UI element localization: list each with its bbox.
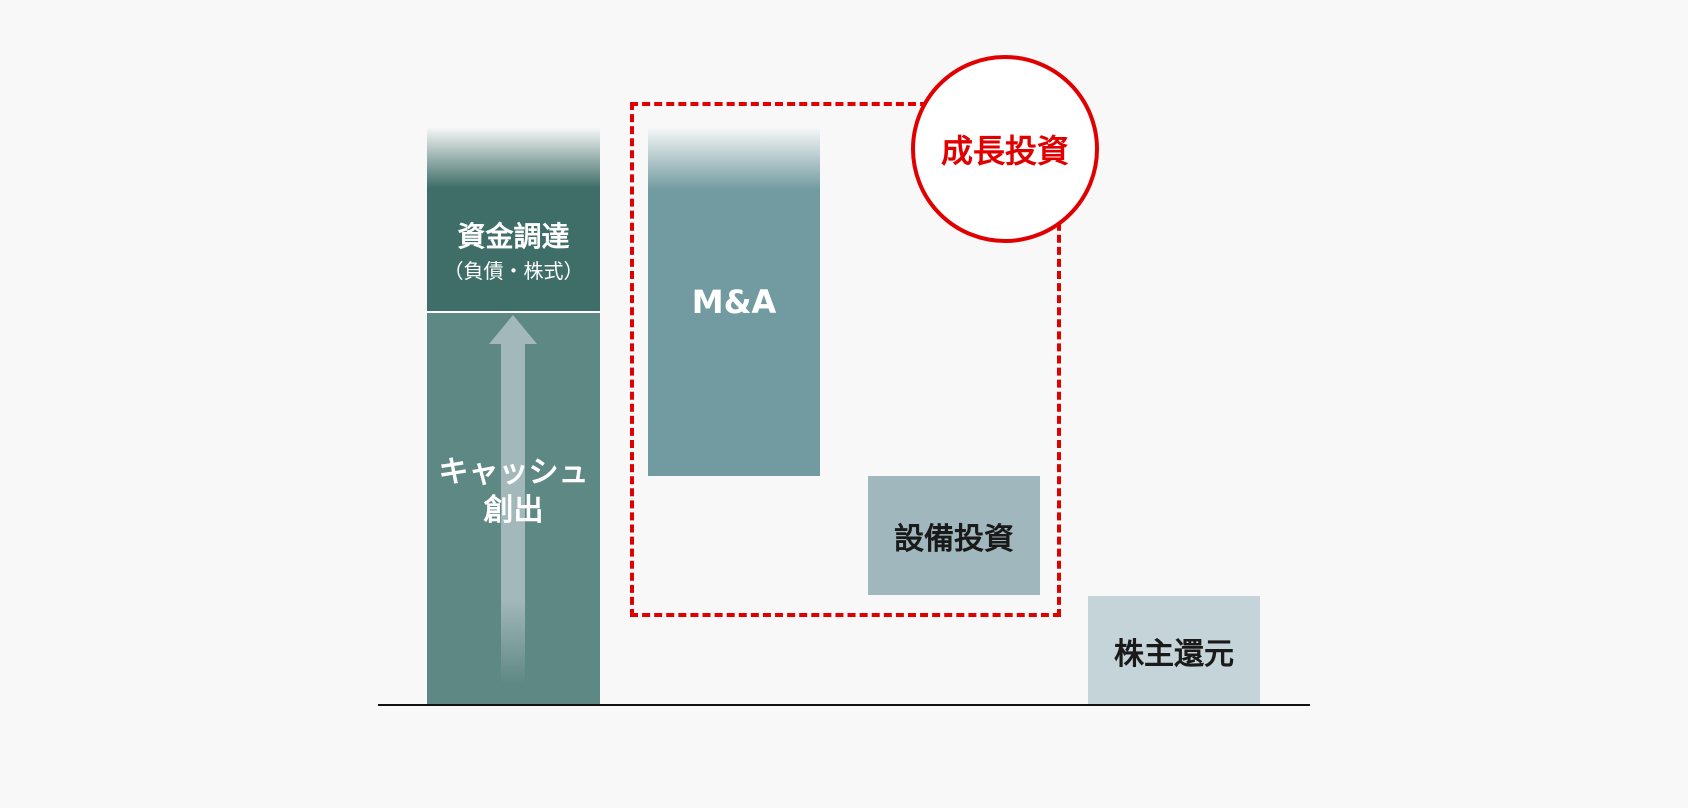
returns-label: 株主還元 bbox=[1114, 636, 1234, 672]
funding-block: 資金調達 （負債・株式） bbox=[427, 127, 600, 311]
growth-label: 成長投資 bbox=[940, 132, 1069, 170]
capex-block: 設備投資 bbox=[868, 476, 1040, 595]
growth-investment-frame bbox=[630, 102, 1061, 617]
baseline bbox=[378, 704, 1310, 706]
divider bbox=[427, 311, 600, 313]
arrow-up-icon bbox=[489, 315, 537, 684]
ma-block: M&A bbox=[648, 127, 820, 476]
funding-subtitle: （負債・株式） bbox=[443, 259, 584, 283]
funding-title: 資金調達 bbox=[457, 220, 570, 253]
cash-line1: キャッシュ bbox=[438, 455, 589, 490]
returns-block: 株主還元 bbox=[1088, 596, 1260, 705]
ma-label: M&A bbox=[691, 282, 777, 321]
growth-investment-badge: 成長投資 bbox=[911, 55, 1099, 243]
cash-line2: 創出 bbox=[483, 493, 544, 528]
cash-block: キャッシュ 創出 bbox=[427, 313, 600, 705]
capex-label: 設備投資 bbox=[894, 521, 1014, 557]
